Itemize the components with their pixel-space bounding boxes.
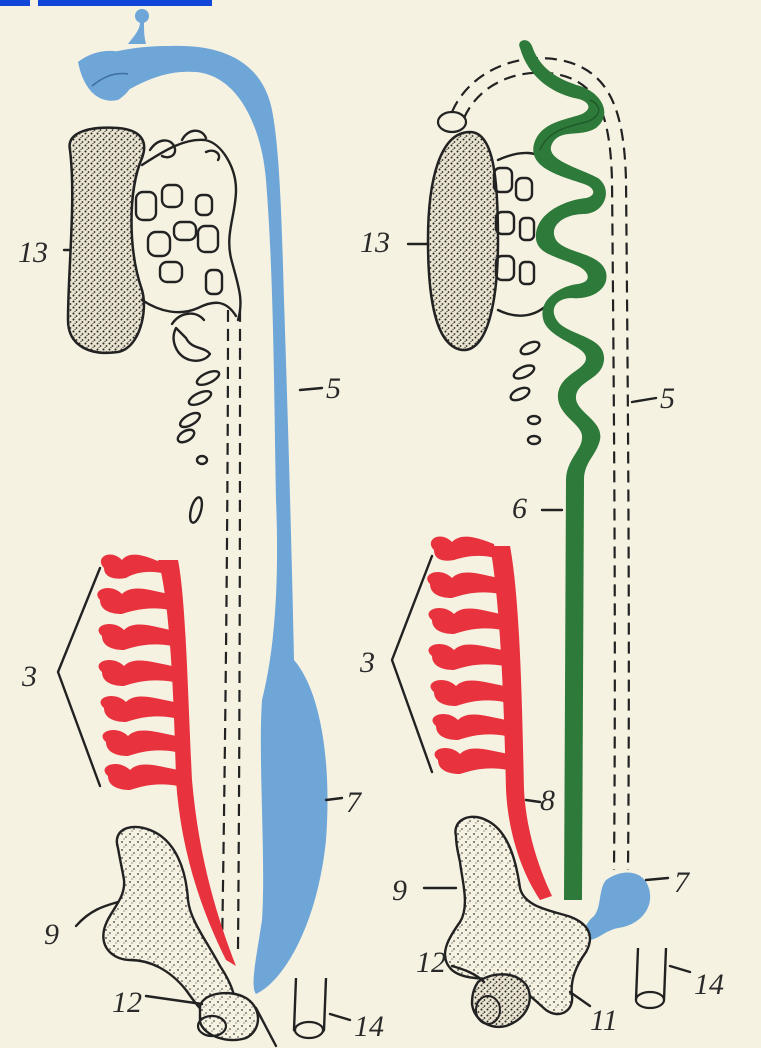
label-right-7: 7 <box>674 866 691 899</box>
label-left-5: 5 <box>326 372 341 405</box>
label-right-8: 8 <box>540 784 555 817</box>
label-right-9: 9 <box>392 874 407 907</box>
right-gonad <box>428 112 498 350</box>
left-sinus <box>198 993 258 1040</box>
label-left-13: 13 <box>18 236 48 269</box>
label-right-6: 6 <box>512 492 527 525</box>
label-right-11: 11 <box>590 1004 618 1037</box>
right-rete-network <box>494 153 548 444</box>
label-right-5: 5 <box>660 382 675 415</box>
right-tube-14 <box>636 948 666 1008</box>
left-diagram: 13 5 3 7 9 12 14 <box>18 9 384 1046</box>
label-right-12: 12 <box>416 946 446 979</box>
label-left-14: 14 <box>354 1010 384 1043</box>
right-diagram: 13 5 6 3 8 7 9 12 11 14 <box>359 40 724 1037</box>
label-right-13: 13 <box>360 226 390 259</box>
left-dashed-duct <box>222 310 240 950</box>
label-right-3: 3 <box>359 646 375 679</box>
label-left-7: 7 <box>346 786 363 819</box>
left-tubule-remnants <box>176 368 221 523</box>
right-green-duct <box>519 40 606 900</box>
left-rete-network <box>136 131 240 361</box>
left-bracket-3 <box>58 568 100 786</box>
left-tube-14 <box>294 978 326 1038</box>
label-left-3: 3 <box>21 660 37 693</box>
label-left-12: 12 <box>112 986 142 1019</box>
label-left-9: 9 <box>44 918 59 951</box>
label-right-14: 14 <box>694 968 724 1001</box>
right-blue-remnant <box>584 872 650 940</box>
right-sinus <box>472 974 530 1027</box>
left-gonad <box>68 128 144 353</box>
right-bracket-3 <box>392 556 432 772</box>
